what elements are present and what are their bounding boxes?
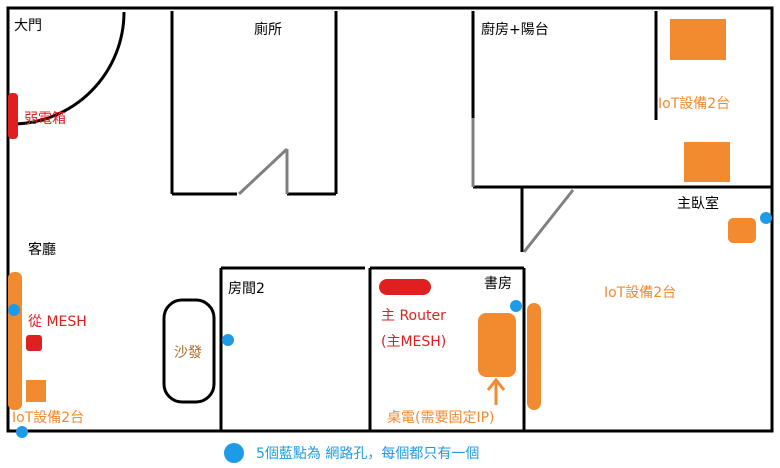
labels: 大門 廁所 廚房+陽台 客廳 主臥室 房間2 書房 弱電箱 IoT設備2台 Io… (12, 18, 730, 462)
devices (8, 19, 756, 410)
walls (6, 6, 774, 433)
label-slave-mesh: 從 MESH (28, 314, 87, 330)
door-lines (237, 118, 575, 253)
legend-text: 5個藍點為 網路孔，每個都只有一個 (256, 446, 479, 462)
iot-living-device (26, 380, 46, 402)
label-main-mesh: (主MESH) (381, 334, 446, 350)
label-main-router: 主 Router (381, 308, 446, 324)
toilet-door (237, 147, 289, 196)
iot-master-device (728, 218, 756, 243)
label-living-room: 客廳 (28, 241, 56, 258)
network-port-living (8, 304, 20, 316)
label-desktop: 桌電(需要固定IP) (387, 410, 495, 426)
master-door (522, 189, 575, 253)
desktop-arrow-head (486, 377, 506, 391)
label-iot-master: IoT設備2台 (604, 285, 676, 301)
label-toilet: 廁所 (254, 21, 282, 38)
main-router-device (379, 279, 431, 295)
label-room2: 房間2 (228, 281, 265, 297)
label-iot-living: IoT設備2台 (12, 410, 84, 426)
entrance-door-arc (11, 11, 126, 126)
label-entrance: 大門 (14, 18, 42, 34)
outer-wall (6, 6, 774, 433)
legend-dot (224, 443, 244, 463)
network-port-living-bottom (16, 426, 28, 438)
iot-kitchen-device-2 (684, 142, 730, 182)
iot-kitchen-device-1 (670, 19, 726, 60)
label-kitchen: 廚房+陽台 (481, 21, 549, 38)
label-study: 書房 (484, 276, 512, 292)
label-master-bedroom: 主臥室 (677, 195, 719, 212)
living-tv-cabinet (8, 272, 22, 410)
network-port-room2 (222, 334, 234, 346)
network-ports (8, 212, 772, 463)
label-iot-kitchen: IoT設備2台 (658, 96, 730, 112)
sofa-shape (162, 298, 216, 404)
network-port-study (510, 300, 522, 312)
weak-box-device (8, 93, 18, 139)
network-port-master (760, 212, 772, 224)
label-sofa: 沙發 (174, 345, 202, 361)
master-bed-device (527, 303, 541, 410)
desktop-pc-device (478, 313, 516, 377)
slave-mesh-device (26, 335, 42, 351)
label-weak-box: 弱電箱 (24, 111, 66, 127)
